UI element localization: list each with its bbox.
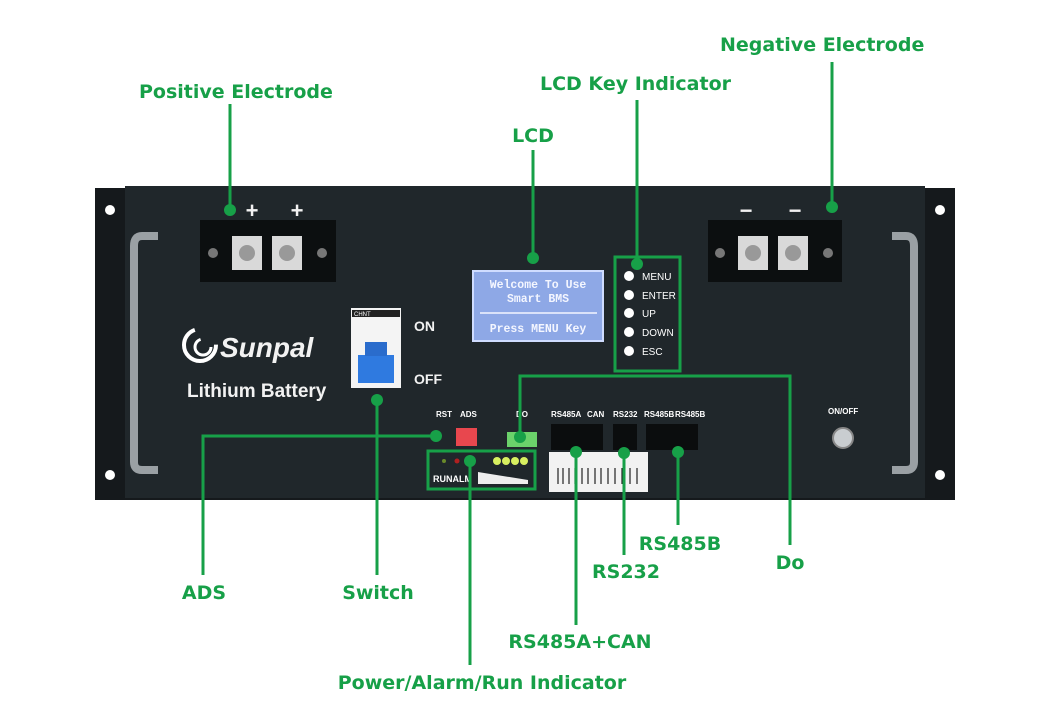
breaker-brand: CHNT: [354, 312, 371, 318]
key-label: ESC: [642, 347, 663, 358]
rs485a-port[interactable]: [551, 424, 577, 450]
on-label: ON: [414, 318, 435, 334]
rst-label: RST: [436, 410, 452, 419]
rs485b-port[interactable]: [672, 424, 698, 450]
breaker-switch[interactable]: [351, 308, 401, 388]
callout-switch: Switch: [342, 582, 414, 604]
lcd-line-3: Press MENU Key: [490, 323, 587, 336]
lcd-screen: [472, 270, 604, 342]
callout-power-alarm-run: Power/Alarm/Run Indicator: [338, 672, 627, 694]
rack-hole: [105, 205, 115, 215]
key-label: ENTER: [642, 291, 676, 302]
power-button-label: ON/OFF: [828, 407, 858, 416]
key-indicator-box: [613, 255, 682, 373]
port-label: RS485A: [551, 410, 581, 419]
rack-hole: [105, 470, 115, 480]
key-label: MENU: [642, 272, 671, 283]
callout-do: Do: [776, 552, 805, 574]
sunpal-logo-icon: [182, 327, 218, 363]
rs232-port[interactable]: [613, 424, 637, 450]
ports: [551, 424, 698, 450]
off-label: OFF: [414, 371, 442, 387]
plus-sign: +: [246, 198, 259, 223]
callout-lines: [201, 62, 838, 665]
port-label: RS485B: [675, 410, 705, 419]
led-indicators: [442, 457, 528, 465]
port-label: CAN: [587, 410, 605, 419]
rack-hole: [935, 470, 945, 480]
barcode-label: [549, 452, 648, 492]
key-up-button[interactable]: [624, 308, 634, 318]
do-label: DO: [516, 410, 528, 419]
key-esc-button[interactable]: [624, 346, 634, 356]
callout-lcd: LCD: [512, 125, 554, 147]
key-label: DOWN: [642, 328, 674, 339]
key-down-button[interactable]: [624, 327, 634, 337]
rack-hole: [935, 205, 945, 215]
lcd-line-2: Smart BMS: [507, 293, 569, 306]
callout-rs232: RS232: [592, 561, 660, 583]
callout-lcd-key-indicator: LCD Key Indicator: [540, 73, 732, 95]
ads-dip-switch[interactable]: [456, 428, 477, 446]
minus-sign: −: [740, 198, 753, 223]
right-handle[interactable]: [892, 232, 918, 474]
minus-sign: −: [789, 198, 802, 223]
key-menu-button[interactable]: [624, 271, 634, 281]
product-name: Lithium Battery: [187, 381, 327, 402]
key-label: UP: [642, 309, 656, 320]
soc-bars: [478, 472, 528, 484]
ads-label: ADS: [460, 410, 478, 419]
callout-negative-electrode: Negative Electrode: [720, 34, 924, 56]
callout-rs485a-can: RS485A+CAN: [508, 631, 651, 653]
power-button[interactable]: [832, 427, 854, 449]
plus-sign: +: [291, 198, 304, 223]
positive-terminal: [200, 220, 336, 282]
callout-ads: ADS: [182, 582, 226, 604]
left-handle[interactable]: [130, 232, 158, 474]
can-port[interactable]: [577, 424, 603, 450]
lcd-line-1: Welcome To Use: [490, 279, 587, 292]
negative-terminal: [708, 220, 842, 282]
indicator-box: [426, 449, 537, 491]
lcd-keys: MENU ENTER UP DOWN ESC: [624, 271, 676, 358]
rs485b-port[interactable]: [646, 424, 672, 450]
brand-name: Sunpal: [220, 332, 315, 363]
callout-positive-electrode: Positive Electrode: [139, 81, 333, 103]
port-label: RS232: [613, 410, 638, 419]
key-enter-button[interactable]: [624, 290, 634, 300]
run-alm-label: RUNALM: [433, 474, 472, 484]
port-label: RS485B: [644, 410, 674, 419]
callout-rs485b: RS485B: [639, 533, 721, 555]
